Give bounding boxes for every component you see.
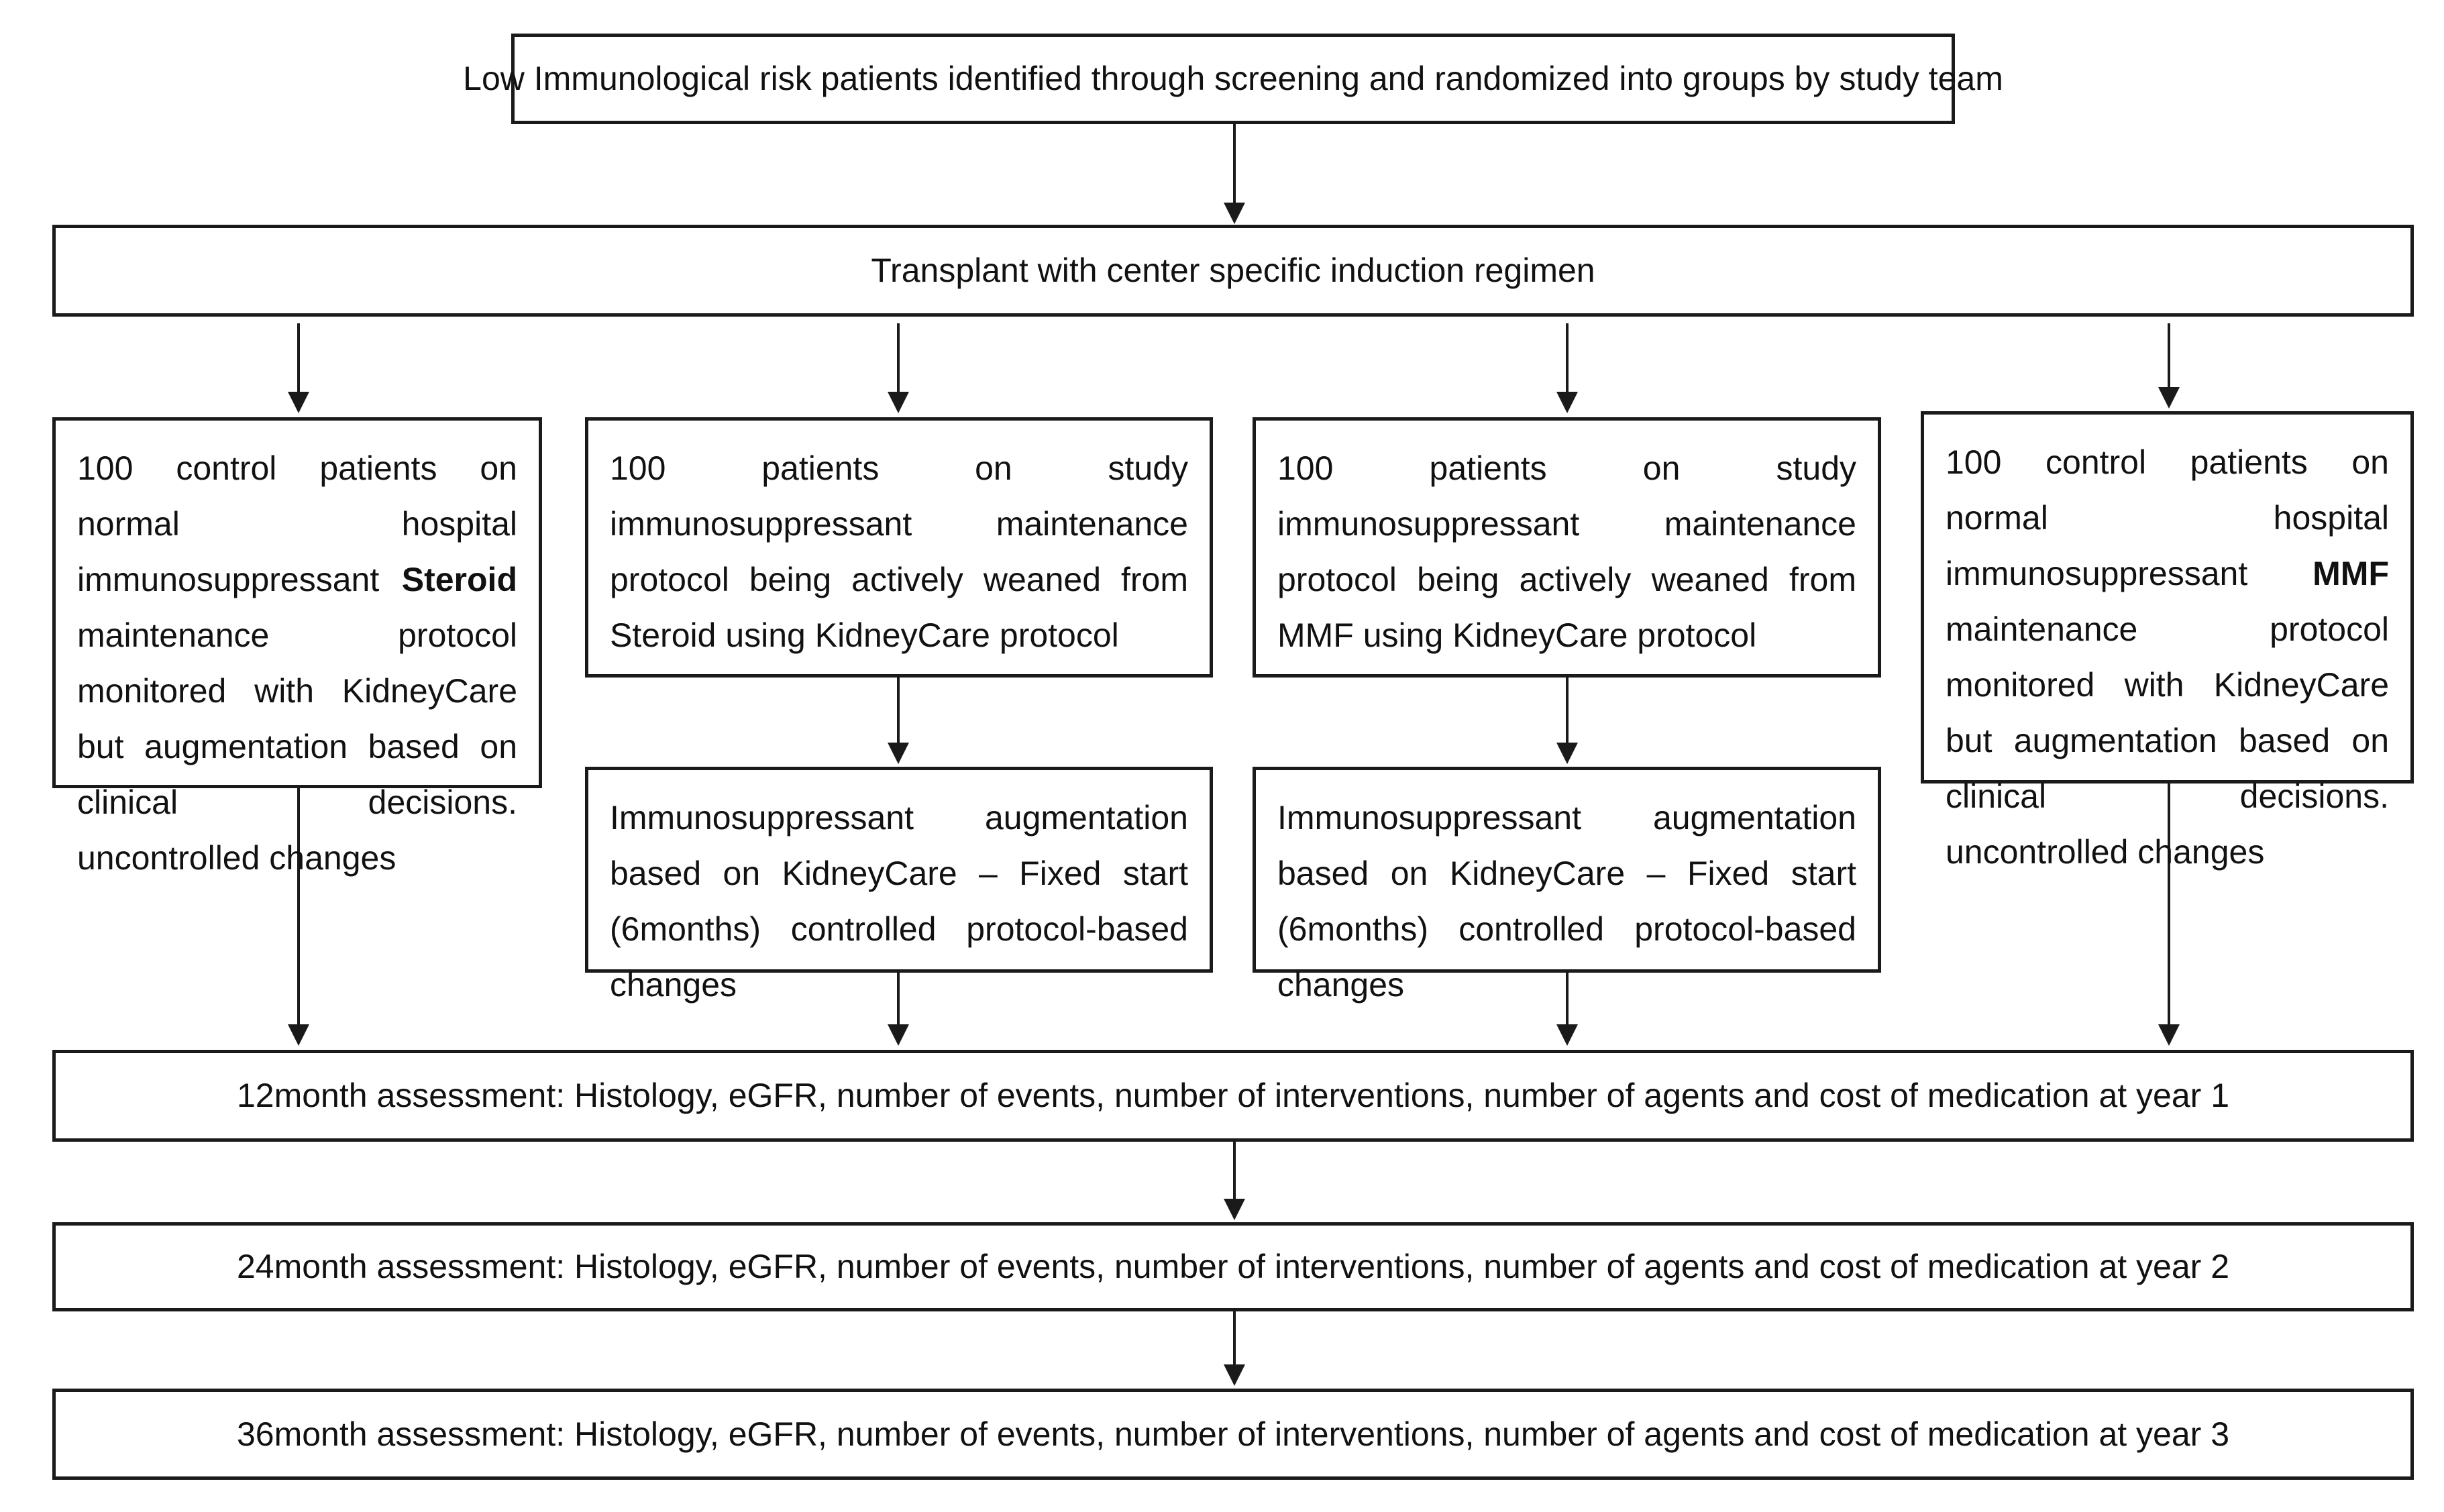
steroid-wean-box: 100 patients on study immunosuppressant … [585,417,1213,678]
mmf-wean-text: 100 patients on study immunosuppressant … [1277,449,1856,654]
mmf-augmentation-text: Immunosuppressant augmentation based on … [1277,799,1856,1004]
assessment-12month-text: 12month assessment: Histology, eGFR, num… [236,1077,2230,1114]
steroid-control-box: 100 control patients on normal hospital … [52,417,542,877]
steroid-control-drug: Steroid [401,561,517,598]
steroid-control-text-after: maintenance protocol monitored with Kidn… [77,616,517,877]
screening-text: Low Immunological risk patients identifi… [463,60,2003,97]
mmf-augmentation-box: Immunosuppressant augmentation based on … [1253,767,1881,1004]
screening-box: Low Immunological risk patients identifi… [463,34,2003,124]
mmf-control-box: 100 control patients on normal hospital … [1921,411,2414,871]
steroid-wean-text: 100 patients on study immunosuppressant … [610,449,1188,654]
transplant-box: Transplant with center specific inductio… [52,225,2414,317]
assessment-36month-text: 36month assessment: Histology, eGFR, num… [236,1415,2230,1453]
mmf-control-text-before: 100 control patients on normal hospital … [1946,443,2389,592]
assessment-24month-text: 24month assessment: Histology, eGFR, num… [236,1248,2230,1285]
transplant-text: Transplant with center specific inductio… [871,252,1595,289]
assessment-24month-box: 24month assessment: Histology, eGFR, num… [52,1222,2414,1311]
steroid-augmentation-box: Immunosuppressant augmentation based on … [585,767,1213,1004]
mmf-control-drug: MMF [2313,555,2389,592]
steroid-augmentation-text: Immunosuppressant augmentation based on … [610,799,1188,1004]
mmf-wean-box: 100 patients on study immunosuppressant … [1253,417,1881,678]
mmf-control-text-after: maintenance protocol monitored with Kidn… [1946,610,2389,871]
steroid-control-text-before: 100 control patients on normal hospital … [77,449,517,598]
assessment-36month-box: 36month assessment: Histology, eGFR, num… [52,1389,2414,1480]
assessment-12month-box: 12month assessment: Histology, eGFR, num… [52,1050,2414,1142]
